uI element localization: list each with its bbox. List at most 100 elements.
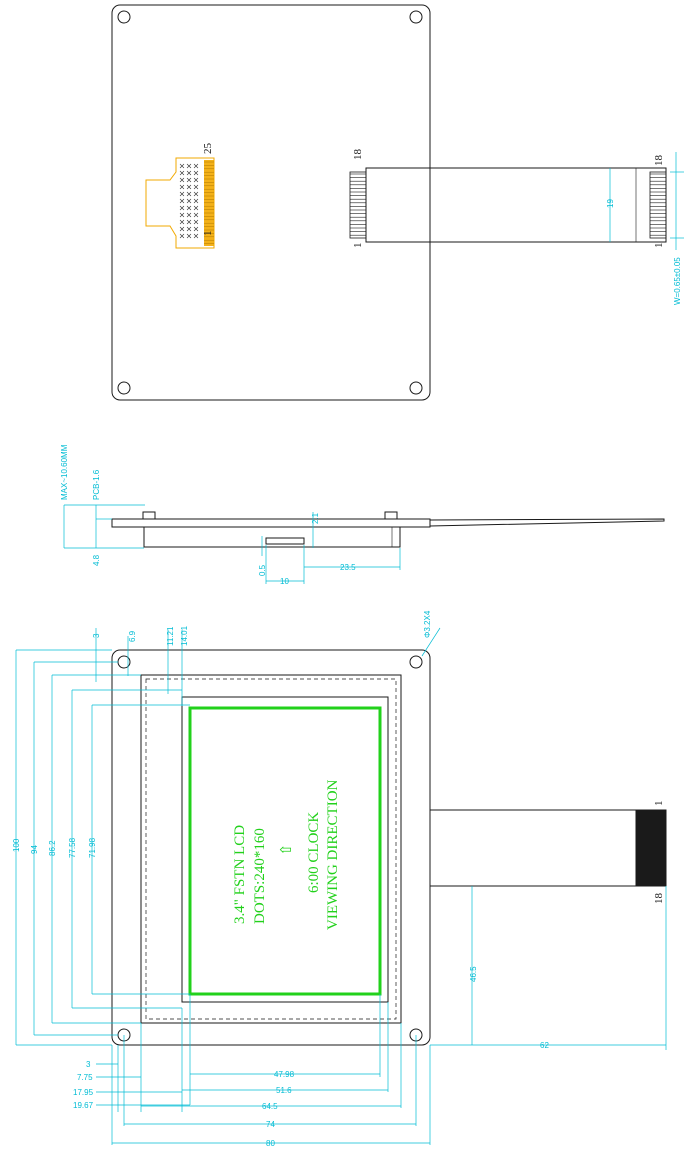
hatch-mark <box>193 191 199 197</box>
t21-dim: 2.1 <box>311 512 320 524</box>
hole-dim: Φ3.2X4 <box>423 610 432 638</box>
bottom-dim-47.98: 47.98 <box>274 1070 295 1079</box>
left-dim-86.2: 86.2 <box>48 840 57 856</box>
mount-hole <box>409 381 423 395</box>
fpc-left-contacts <box>349 171 367 239</box>
top-dim-3: 3 <box>92 633 101 638</box>
bottom-dim-51.6: 51.6 <box>276 1086 292 1095</box>
side-fpc <box>429 518 665 527</box>
hatch-mark <box>179 198 185 204</box>
fpc-right-contacts <box>649 171 667 239</box>
hatch-mark <box>179 233 185 239</box>
right-dim-46.5: 46.5 <box>469 966 478 982</box>
max-thickness-dim: MAX~10.60MM <box>60 444 69 500</box>
hatch-mark <box>193 198 199 204</box>
lb-dim-7.75: 7.75 <box>77 1073 93 1082</box>
top-dim-11.21: 11.21 <box>166 626 175 646</box>
mount-hole <box>117 10 131 24</box>
front-fpc-pin-bottom: 18 <box>653 893 665 905</box>
hatch-mark <box>186 219 192 225</box>
bottom-dim-80: 80 <box>266 1139 275 1148</box>
top-view: 25 1 18 1 18 1 19 W=0.65±0.05 <box>111 4 684 401</box>
hatch-mark <box>193 212 199 218</box>
hatch-mark <box>179 205 185 211</box>
hatch-mark <box>186 226 192 232</box>
side-tab <box>384 511 398 520</box>
hatch-mark <box>193 184 199 190</box>
lcd-label-line-4: 6:00 CLOCK <box>306 812 322 893</box>
t05-dim: 0.5 <box>258 564 267 576</box>
front-fpc <box>429 809 667 887</box>
top-dim-6.9: 6.9 <box>128 630 137 642</box>
fpc-right-pin-top: 18 <box>653 155 665 167</box>
connector-pin-first: 1 <box>202 231 214 237</box>
connector-hatch <box>179 163 199 239</box>
left-dim-100: 100 <box>12 838 21 852</box>
hatch-mark <box>179 177 185 183</box>
hatch-mark <box>193 219 199 225</box>
hatch-mark <box>186 184 192 190</box>
side-pcb <box>111 518 431 528</box>
lb-dim-17.95: 17.95 <box>73 1088 94 1097</box>
side-component <box>265 537 305 545</box>
mount-hole <box>117 381 131 395</box>
hatch-mark <box>193 170 199 176</box>
hatch-mark <box>179 170 185 176</box>
viewing-arrow-icon: ⇧ <box>279 843 295 856</box>
top-dims: 3 6.9 11.21 14.01 <box>92 625 189 706</box>
front-fpc-stiffener <box>635 809 667 887</box>
front-mount-hole <box>409 655 423 669</box>
bottom-dims: 47.98 51.6 64.5 74 80 <box>111 994 431 1148</box>
lcd-label-line-2: DOTS:240*160 <box>252 828 268 924</box>
height-dim: 4.8 <box>92 554 101 566</box>
hatch-mark <box>186 205 192 211</box>
lcd-frame <box>140 674 402 1024</box>
bottom-dim-64.5: 64.5 <box>262 1102 278 1111</box>
hatch-mark <box>186 198 192 204</box>
hatch-mark <box>186 212 192 218</box>
side-lcd-frame <box>143 526 401 548</box>
hatch-mark <box>179 219 185 225</box>
lcd-label: 3.4" FSTN LCD DOTS:240*160 ⇧ 6:00 CLOCK … <box>232 779 341 930</box>
hatch-mark <box>193 163 199 169</box>
hatch-mark <box>179 212 185 218</box>
side-view: MAX~10.60MM PCB-1.6 4.8 2.1 0.5 10 23.5 <box>60 444 665 586</box>
side-tab <box>142 511 156 520</box>
fpc-body <box>365 167 667 243</box>
active-area <box>188 706 382 996</box>
left-dim-77.58: 77.58 <box>68 837 77 858</box>
lcd-label-line-1: 3.4" FSTN LCD <box>232 825 248 924</box>
pcb-thickness-dim: PCB-1.6 <box>92 469 101 500</box>
w235-dim: 23.5 <box>340 563 356 572</box>
hatch-mark <box>193 205 199 211</box>
left-dims: 100 94 86.2 77.58 71.98 <box>12 649 190 1046</box>
lcd-glass-dashed <box>145 678 397 1020</box>
hatch-mark <box>186 170 192 176</box>
hatch-mark <box>186 191 192 197</box>
hatch-mark <box>179 184 185 190</box>
hatch-mark <box>193 177 199 183</box>
hatch-mark <box>186 163 192 169</box>
left-dim-94: 94 <box>30 845 39 854</box>
fpc-right-pin-bottom: 1 <box>653 243 665 249</box>
fpc-left-pin-top: 18 <box>352 149 364 161</box>
front-view: 3.4" FSTN LCD DOTS:240*160 ⇧ 6:00 CLOCK … <box>12 610 667 1148</box>
left-dim-71.98: 71.98 <box>88 837 97 858</box>
hatch-mark <box>193 233 199 239</box>
hatch-mark <box>186 233 192 239</box>
lb-dim-19.67: 19.67 <box>73 1101 94 1110</box>
pcb-outline <box>111 4 431 401</box>
connector-pin-lines <box>204 161 214 244</box>
hatch-mark <box>186 177 192 183</box>
lb-dim-3: 3 <box>86 1060 91 1069</box>
zif-connector <box>145 157 215 249</box>
hatch-mark <box>193 226 199 232</box>
w10-dim: 10 <box>280 577 289 586</box>
mount-hole <box>409 10 423 24</box>
hatch-mark <box>179 226 185 232</box>
left-bottom-dims: 3 7.75 17.95 19.67 <box>73 994 191 1112</box>
hatch-mark <box>179 163 185 169</box>
connector-pin-last: 25 <box>202 143 214 155</box>
